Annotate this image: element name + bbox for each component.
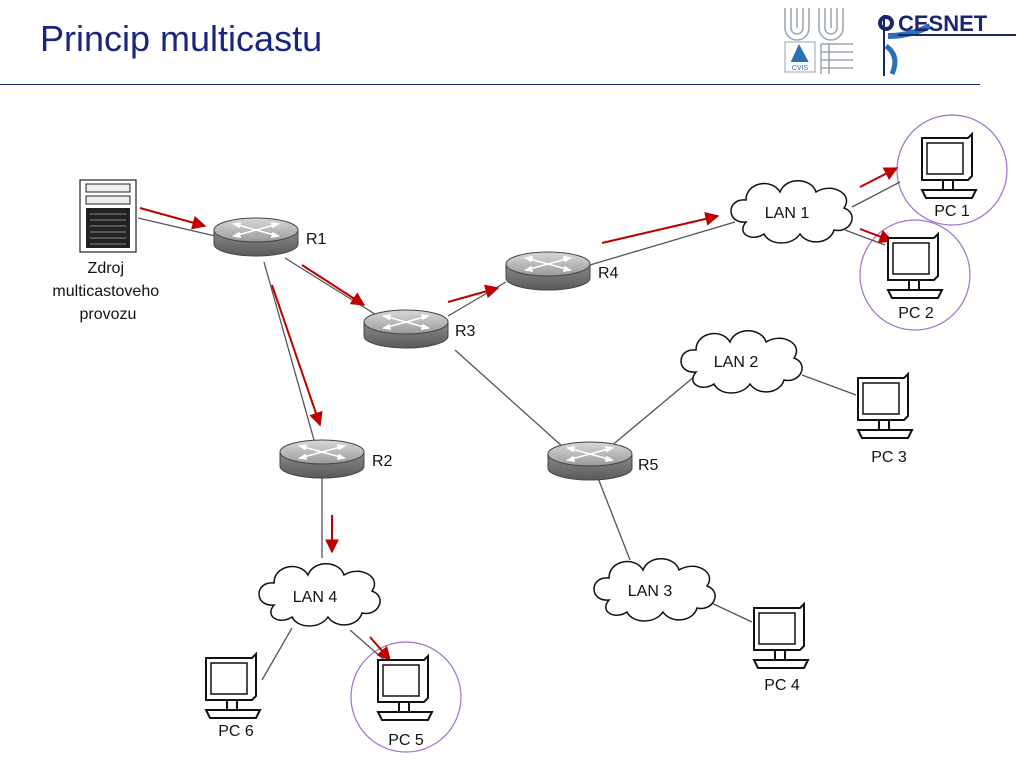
pc5-label: PC 5 <box>388 732 424 749</box>
slide-title: Princip multicastu <box>40 18 323 59</box>
router-r4-label: R4 <box>598 265 619 282</box>
link-lan4-pc6 <box>261 627 293 681</box>
cesnet-logo: CESNET <box>878 11 1016 76</box>
link-lan1-pc1 <box>851 181 901 208</box>
link-r1-r2 <box>263 261 315 441</box>
source-label: Zdroj multicastoveho provozu <box>52 260 163 323</box>
pc4-monitor-icon <box>753 603 809 669</box>
link-lan2-pc3 <box>801 374 857 396</box>
pc6-monitor-icon <box>205 653 261 719</box>
pc2-monitor-icon <box>887 233 943 299</box>
flow-lan1-pc1 <box>859 167 899 188</box>
router-r2-label: R2 <box>372 453 393 470</box>
router-r4-icon <box>505 251 591 291</box>
pc4-label: PC 4 <box>764 677 800 694</box>
link-lan1-pc2 <box>844 229 886 246</box>
server-icon <box>79 179 137 253</box>
router-r5-icon <box>547 441 633 481</box>
cvis-logo-text: CVIS <box>792 65 809 72</box>
cesnet-logo-text: CESNET <box>898 11 988 36</box>
pc6-label: PC 6 <box>218 723 254 740</box>
title-divider <box>0 84 980 85</box>
flow-lan1-pc2 <box>859 228 894 244</box>
router-r2-icon <box>279 439 365 479</box>
source-label-line-2: multicastoveho <box>52 283 159 300</box>
pc5-receiver-circle <box>350 641 462 753</box>
cvis-logo: CVIS <box>784 8 853 74</box>
pc2-label: PC 2 <box>898 305 934 322</box>
flow-r4-lan1 <box>601 212 720 244</box>
source-label-line-1: Zdroj <box>88 260 124 277</box>
pc3-monitor-icon <box>857 373 913 439</box>
router-r1-icon <box>213 217 299 257</box>
lan2-label: LAN 2 <box>714 354 759 371</box>
flow-r1-r3 <box>301 264 366 306</box>
link-r5-lan3 <box>597 477 631 561</box>
router-r1-label: R1 <box>306 231 327 248</box>
lan3-label: LAN 3 <box>628 583 673 600</box>
flow-lan4-pc5 <box>369 636 391 662</box>
pc3-label: PC 3 <box>871 449 907 466</box>
link-r3-r5 <box>454 349 564 448</box>
router-r3-label: R3 <box>455 323 476 340</box>
lan1-label: LAN 1 <box>765 205 810 222</box>
link-r4-lan1 <box>589 221 736 266</box>
multicast-flow-arrows <box>139 167 899 662</box>
link-r1-r3 <box>284 257 379 317</box>
flow-source-r1 <box>139 207 207 230</box>
link-source-r1 <box>137 217 216 237</box>
flow-r1-r2 <box>271 284 323 427</box>
source-label-line-3: provozu <box>80 306 137 323</box>
pc1-monitor-icon <box>921 133 977 199</box>
router-r5-label: R5 <box>638 457 659 474</box>
pc5-monitor-icon <box>377 655 433 721</box>
router-r3-icon <box>363 309 449 349</box>
lan4-label: LAN 4 <box>293 589 338 606</box>
network-links <box>137 181 901 681</box>
link-r5-lan2 <box>609 375 696 448</box>
pc1-label: PC 1 <box>934 203 970 220</box>
pc2-receiver-circle <box>859 219 971 331</box>
flow-r3-r4 <box>447 284 500 303</box>
